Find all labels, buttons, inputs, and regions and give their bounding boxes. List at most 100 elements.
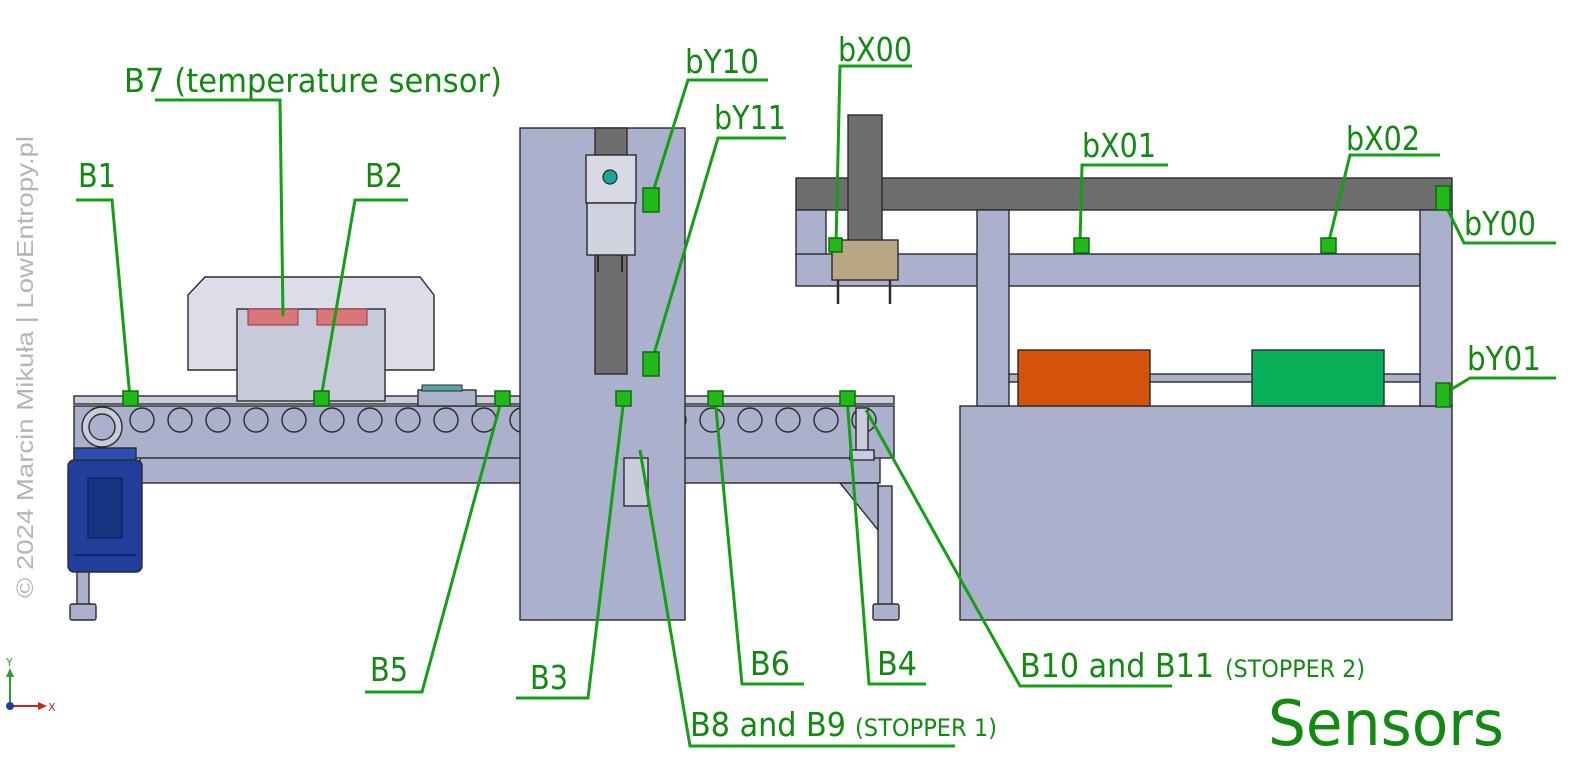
conveyor-brace xyxy=(838,482,879,532)
sensor-bx02 xyxy=(1320,237,1337,254)
leader-lines xyxy=(76,64,1556,748)
label-b3: B3 xyxy=(530,658,568,697)
gantry-shelf xyxy=(1008,373,1421,383)
leader-b1 xyxy=(76,198,132,399)
stopper-2-base xyxy=(849,449,875,461)
label-b2: B2 xyxy=(365,156,403,195)
roller xyxy=(357,407,383,433)
roller xyxy=(281,407,307,433)
gantry-station xyxy=(795,114,1453,621)
gantry-column-left xyxy=(976,209,1010,407)
sensor-b3 xyxy=(615,390,632,407)
green-box xyxy=(1251,349,1385,407)
leader-b6 xyxy=(713,397,804,686)
roller xyxy=(243,407,269,433)
labels: B7 (temperature sensor) B1 B2 bY10 bY11 … xyxy=(78,30,1541,760)
label-bx00: bX00 xyxy=(838,30,912,69)
sensor-b1 xyxy=(122,390,139,407)
drive-pulley-hub xyxy=(88,413,116,441)
label-by11: bY11 xyxy=(714,98,786,137)
orange-box xyxy=(1017,349,1151,407)
sensor-b5 xyxy=(494,390,511,407)
label-b10-b11: B10 and B11 xyxy=(1020,646,1214,685)
label-bx02: bX02 xyxy=(1346,119,1420,158)
conveyor xyxy=(67,384,900,621)
leader-b8-b9 xyxy=(638,449,955,748)
leader-by00 xyxy=(1440,197,1556,245)
gantry-left-bracket xyxy=(795,209,827,257)
vertical-station xyxy=(519,127,686,621)
label-b7: B7 (temperature sensor) xyxy=(124,61,502,100)
label-stopper-2: (STOPPER 2) xyxy=(1225,655,1365,683)
sensor-b6 xyxy=(707,390,724,407)
label-by10: bY10 xyxy=(685,42,759,81)
sensor-by10 xyxy=(642,187,660,213)
label-b6: B6 xyxy=(750,644,790,683)
sensor-bx00 xyxy=(828,237,843,253)
leader-b2 xyxy=(319,198,408,399)
leader-b5 xyxy=(365,397,504,694)
gripper-vertical-axis xyxy=(847,114,883,244)
leader-b4 xyxy=(845,397,926,686)
roller xyxy=(205,407,231,433)
conveyor-leg-left xyxy=(76,567,90,609)
roller xyxy=(737,407,763,433)
leader-by11 xyxy=(649,136,786,365)
label-b8-b9: B8 and B9 xyxy=(690,705,846,744)
roller xyxy=(395,407,421,433)
label-b4: B4 xyxy=(877,644,917,683)
leader-b3 xyxy=(516,397,626,700)
motor xyxy=(67,447,143,573)
leader-by01 xyxy=(1441,376,1556,397)
sensor-by00 xyxy=(1435,185,1451,211)
roller xyxy=(775,407,801,433)
sensor-by11 xyxy=(642,351,660,377)
axis-triad-icon: Y X xyxy=(5,656,56,714)
roller xyxy=(433,407,459,433)
sensor-b2 xyxy=(313,390,330,407)
gantry-column-right xyxy=(1419,209,1453,407)
conveyor-leg-right xyxy=(877,485,893,609)
sensor-by01 xyxy=(1435,382,1451,408)
conveyor-rail xyxy=(73,395,895,405)
heater-tunnel xyxy=(187,276,435,402)
roller xyxy=(129,407,155,433)
leader-bx02 xyxy=(1326,153,1440,246)
axis-x-label: X xyxy=(48,701,56,714)
sensors xyxy=(122,185,1451,408)
conveyor-foot-left xyxy=(69,603,97,621)
leader-b10-b11 xyxy=(864,409,1172,688)
conveyor-lower-beam xyxy=(139,456,881,484)
label-b1: B1 xyxy=(78,156,116,195)
leader-bx01 xyxy=(1078,163,1168,246)
label-stopper-1: (STOPPER 1) xyxy=(855,714,997,742)
label-by01: bY01 xyxy=(1467,339,1541,378)
station-cylinder xyxy=(586,202,636,256)
axis-y-label: Y xyxy=(5,656,13,669)
conveyor-foot-right xyxy=(872,603,900,621)
gantry-cross-rail xyxy=(795,253,1421,287)
label-bx01: bX01 xyxy=(1082,126,1156,165)
sensor-bx01 xyxy=(1073,237,1090,254)
label-by00: bY00 xyxy=(1464,204,1536,243)
heater-element xyxy=(247,308,299,326)
motor-terminal-box xyxy=(87,477,123,539)
roller xyxy=(167,407,193,433)
conveyor-device xyxy=(417,389,477,407)
gripper xyxy=(831,239,899,281)
conveyor-rollers xyxy=(91,407,877,433)
indicator-light xyxy=(602,169,618,185)
leader-b7 xyxy=(155,98,285,317)
gantry-top-beam xyxy=(795,177,1453,211)
leader-bx00 xyxy=(834,64,912,246)
sensor-b4 xyxy=(839,390,856,407)
roller xyxy=(699,407,725,433)
gantry-base xyxy=(959,405,1453,621)
label-b5: B5 xyxy=(370,650,408,689)
leader-by10 xyxy=(649,78,768,199)
copyright-watermark: © 2024 Marcin Mikuła | LowEntropy.pl xyxy=(12,136,38,598)
heater-element xyxy=(316,308,368,326)
page-title: Sensors xyxy=(1268,687,1504,760)
roller xyxy=(319,407,345,433)
